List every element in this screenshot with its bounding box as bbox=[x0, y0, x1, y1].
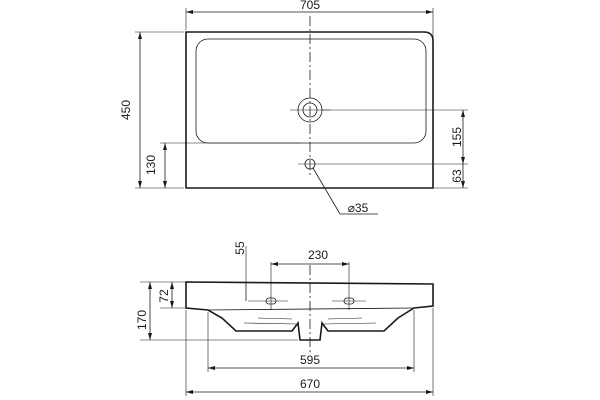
basin-outline-top bbox=[185, 31, 434, 189]
dim-diameter-35: ⌀35 bbox=[348, 201, 369, 215]
dim-595: 595 bbox=[300, 353, 320, 367]
front-view: 230 55 72 170 595 670 bbox=[135, 241, 434, 396]
diameter-leader bbox=[312, 167, 341, 215]
inner-bowl bbox=[195, 38, 427, 144]
dim-130: 130 bbox=[144, 155, 158, 175]
dim-170: 170 bbox=[135, 310, 149, 330]
dim-230: 230 bbox=[308, 248, 328, 262]
basin-outline-front bbox=[185, 281, 434, 341]
dim-height-450: 450 bbox=[119, 100, 133, 120]
top-view: 705 450 130 155 63 ⌀35 bbox=[119, 0, 468, 215]
dim-72: 72 bbox=[157, 289, 171, 303]
dim-55: 55 bbox=[233, 241, 247, 255]
dim-155: 155 bbox=[450, 127, 464, 147]
dim-670: 670 bbox=[300, 377, 320, 391]
dim-63: 63 bbox=[450, 169, 464, 183]
dim-width-705: 705 bbox=[300, 0, 320, 12]
